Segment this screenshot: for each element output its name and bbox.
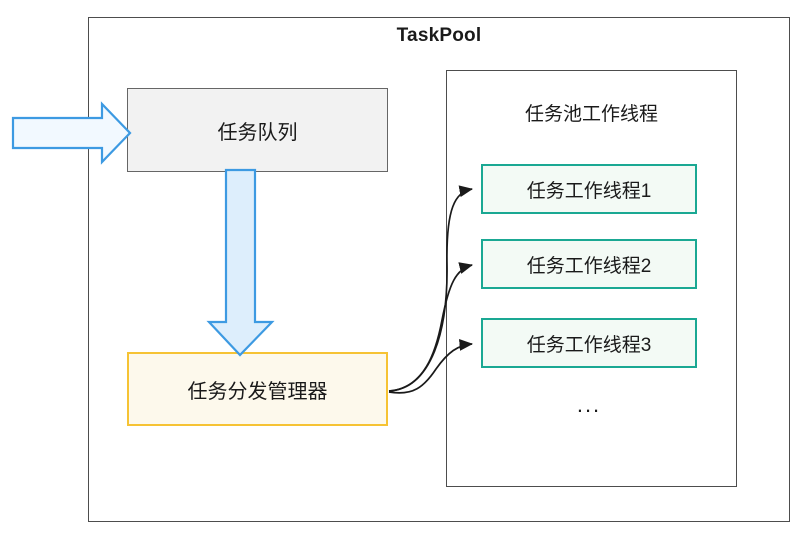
worker-thread-label-2: 任务工作线程2 — [526, 255, 652, 277]
worker-thread-box-1[interactable]: 任务工作线程1 — [481, 164, 697, 214]
worker-thread-box-2[interactable]: 任务工作线程2 — [481, 239, 697, 289]
worker-pool-title: 任务池工作线程 — [524, 104, 658, 125]
worker-thread-box-3[interactable]: 任务工作线程3 — [481, 318, 697, 368]
task-queue-label: 任务队列 — [217, 121, 298, 144]
taskpool-title: TaskPool — [396, 25, 482, 46]
task-dispatch-manager-box[interactable]: 任务分发管理器 — [127, 352, 388, 426]
task-queue-box[interactable]: 任务队列 — [127, 88, 388, 172]
worker-thread-label-3: 任务工作线程3 — [526, 334, 652, 356]
task-dispatch-manager-label: 任务分发管理器 — [187, 380, 328, 403]
worker-list-ellipsis: ... — [576, 392, 602, 417]
worker-thread-label-1: 任务工作线程1 — [526, 180, 652, 202]
